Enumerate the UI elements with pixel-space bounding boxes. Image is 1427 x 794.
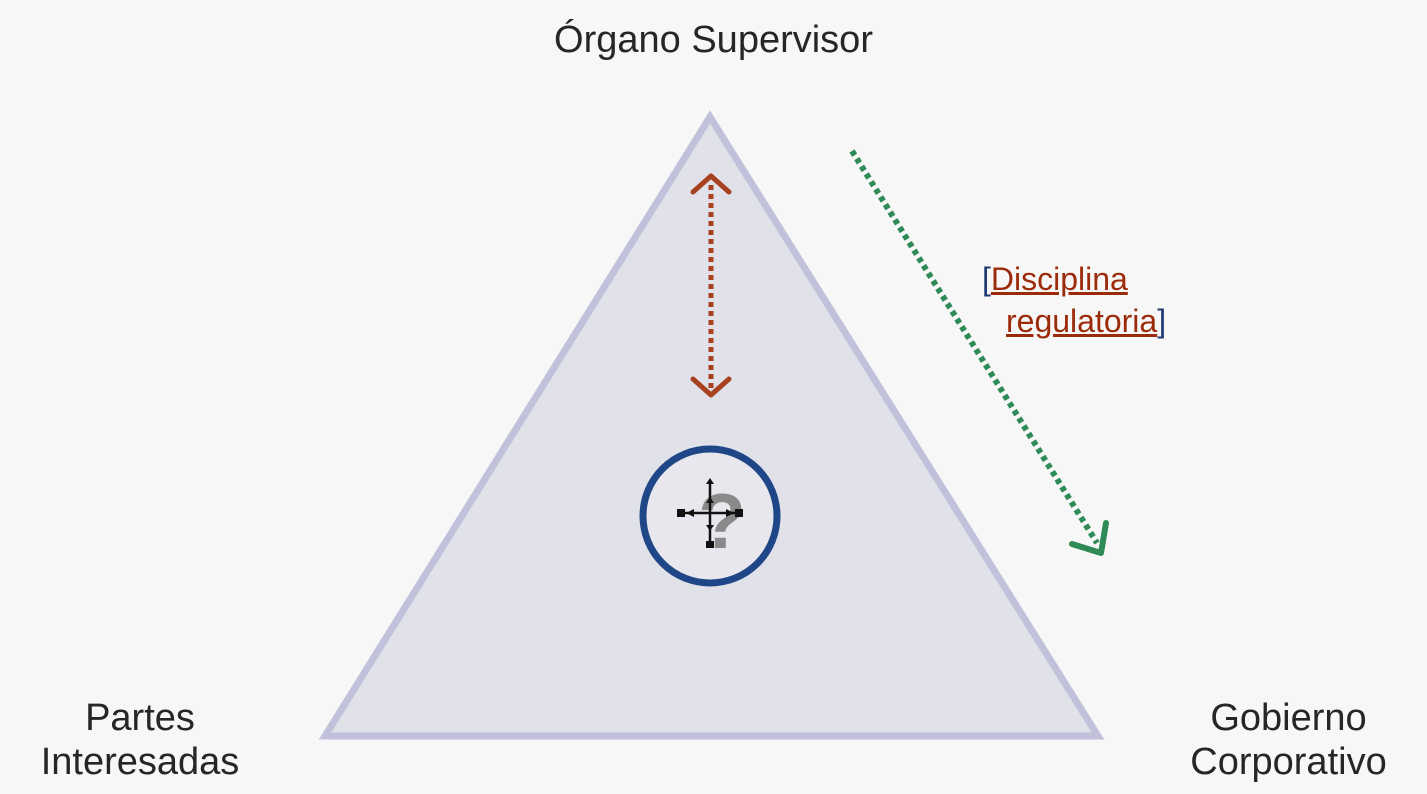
- svg-text:?: ?: [698, 477, 746, 565]
- supervisor-double-arrow: [690, 173, 732, 398]
- regulatory-discipline-arrow: [849, 149, 1109, 556]
- close-bracket: ]: [1157, 303, 1167, 339]
- compass-question-icon: ?: [639, 445, 781, 587]
- annotation-line1: [Disciplina: [960, 258, 1230, 300]
- vertex-label-right-line1: Gobierno: [1210, 697, 1367, 739]
- regulatoria-link[interactable]: regulatoria: [1006, 303, 1158, 339]
- governance-triangle: [318, 110, 1105, 740]
- annotation-line2: regulatoria]: [960, 300, 1230, 342]
- open-bracket: [: [982, 261, 991, 297]
- vertex-label-right: Gobierno Corporativo: [1150, 696, 1427, 784]
- vertex-label-top: Órgano Supervisor: [554, 19, 873, 61]
- vertex-label-left: Partes Interesadas: [0, 696, 280, 784]
- regulatory-discipline-annotation: [Disciplina regulatoria]: [960, 258, 1230, 342]
- vertex-label-left-line2: Interesadas: [40, 741, 240, 783]
- vertex-label-left-line1: Partes: [85, 697, 195, 739]
- vertex-label-right-line2: Corporativo: [1190, 741, 1387, 783]
- disciplina-link[interactable]: Disciplina: [990, 261, 1128, 297]
